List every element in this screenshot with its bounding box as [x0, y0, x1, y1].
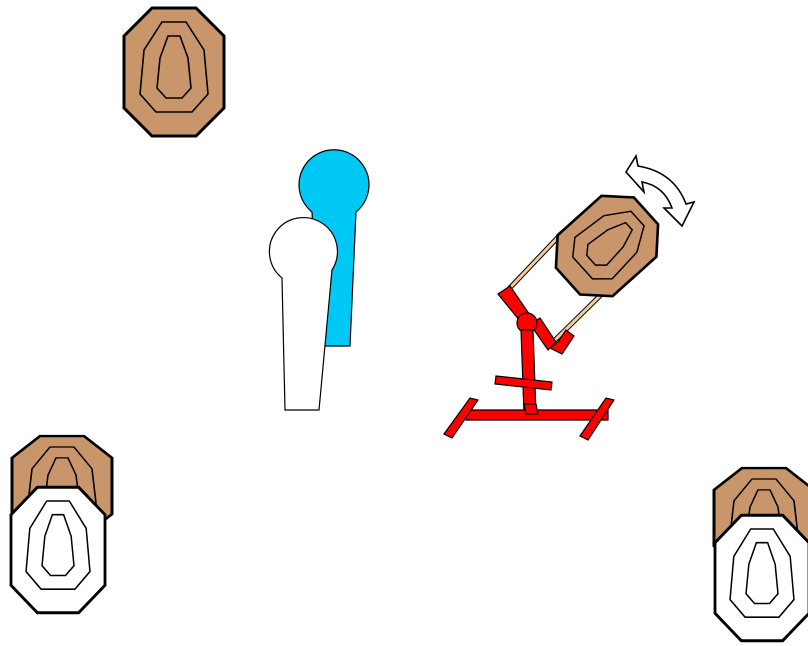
target-pair-bottom-left	[9, 434, 114, 615]
target-top-left	[122, 6, 226, 138]
target-bottom-left-white	[9, 485, 107, 615]
no-shoot-white	[268, 217, 339, 411]
target-bottom-right-white	[713, 513, 808, 643]
swinger-target	[443, 153, 696, 441]
swinger-target-face	[539, 179, 675, 313]
swinger-frame	[443, 285, 615, 441]
target-pair-bottom-right	[712, 466, 808, 643]
rotate-arrow-icon	[625, 153, 696, 228]
